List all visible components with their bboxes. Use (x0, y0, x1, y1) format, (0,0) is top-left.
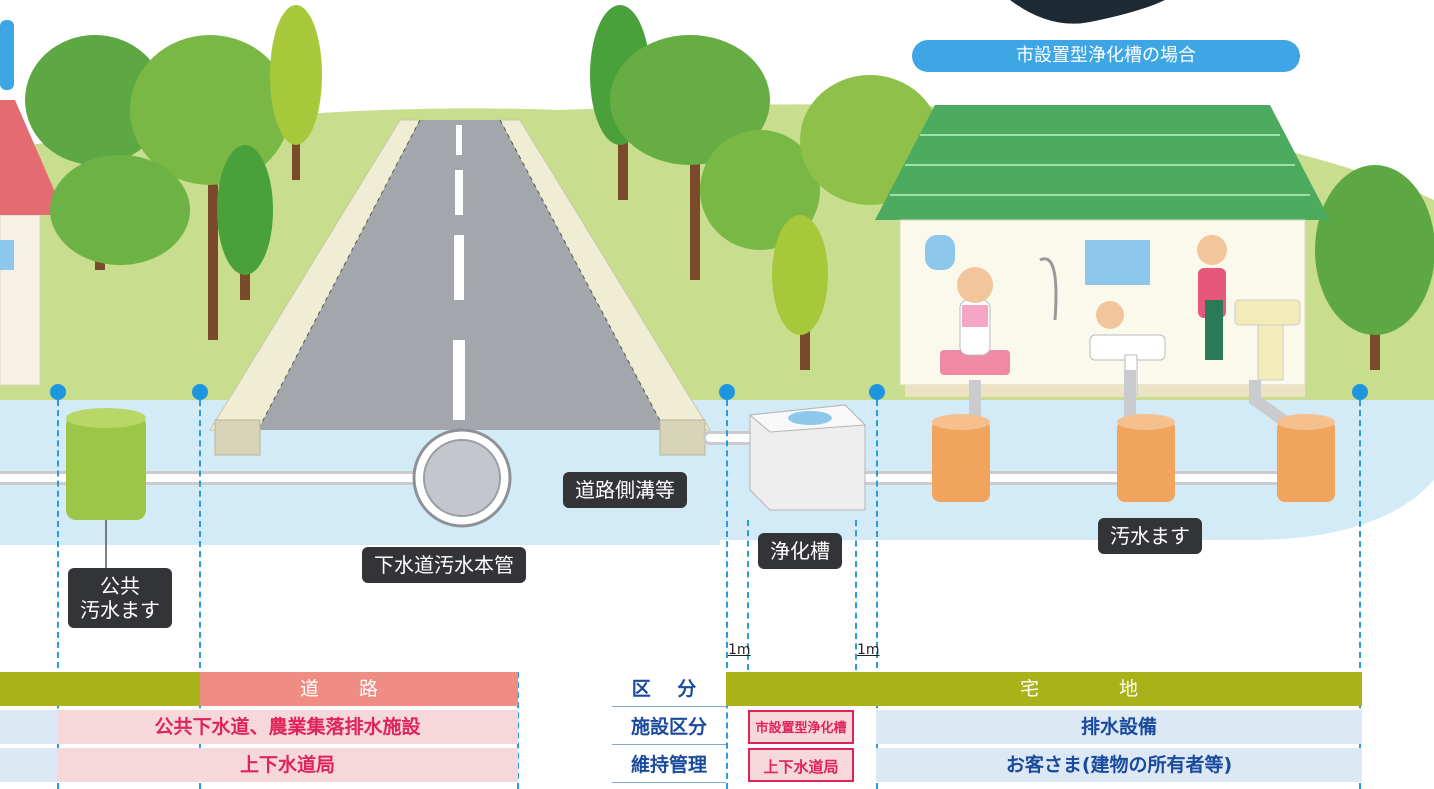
road-center-line-3 (454, 235, 464, 300)
woman-person (1197, 235, 1227, 265)
child-person (957, 267, 993, 303)
septic-case-banner: 市設置型浄化槽の場合 (912, 40, 1300, 72)
main-pipe-label: 下水道汚水本管 (362, 547, 526, 583)
tree (25, 35, 165, 165)
tree (50, 155, 190, 265)
left-maintenance-blank (0, 748, 57, 782)
tree (772, 215, 828, 335)
left-facility-blank (0, 710, 57, 744)
row-header-rule (612, 782, 726, 783)
boundary-dot (719, 384, 735, 400)
boundary-line (747, 520, 749, 670)
drain-facility-cell: 排水設備 (876, 710, 1362, 744)
left-blue-tab (0, 20, 14, 90)
residential-header: 宅地 (876, 672, 1362, 706)
right-house-window (925, 235, 955, 270)
one-meter-marker-right: 1m (857, 642, 880, 658)
public-masu-label-line2: 汚水ます (80, 598, 160, 622)
road-center-line-2 (455, 170, 463, 215)
road-header: 道路 (200, 672, 518, 706)
boundary-dot (1352, 384, 1368, 400)
boundary-line (855, 520, 857, 670)
septic-facility-cell: 市設置型浄化槽 (748, 710, 854, 744)
sewage-masu-2 (1117, 420, 1175, 502)
boy-person (1096, 301, 1124, 329)
sewage-masu-3 (1277, 420, 1335, 502)
sewage-masu-label: 汚水ます (1098, 518, 1202, 554)
row-header-facility: 施設区分 (630, 716, 707, 738)
boundary-dot (50, 384, 66, 400)
tree (1315, 165, 1434, 335)
left-house-roof (0, 100, 65, 215)
road-center-line-4 (453, 340, 465, 420)
road-ditch-right (659, 419, 706, 456)
customer-maintenance-cell: お客さま(建物の所有者等) (876, 748, 1362, 782)
row-header-rule (612, 706, 726, 707)
left-facility-value: 公共下水道、農業集落排水施設 (57, 710, 518, 744)
tree (610, 35, 770, 165)
boundary-dot (192, 384, 208, 400)
boundary-line (517, 672, 519, 789)
septic-maintenance-cell: 上下水道局 (748, 748, 854, 782)
boundary-dot (869, 384, 885, 400)
road-ditch-left (214, 419, 261, 456)
boundary-line (199, 400, 201, 789)
left-category-bar (0, 672, 200, 706)
bath-window (1085, 240, 1150, 285)
boundary-line (876, 400, 878, 789)
public-masu-label: 公共 汚水ます (68, 568, 172, 628)
road-ditch-label: 道路側溝等 (563, 472, 687, 508)
left-maintenance-value: 上下水道局 (57, 748, 518, 782)
row-header-maintenance: 維持管理 (630, 754, 707, 776)
boundary-line (1359, 400, 1361, 789)
right-category-bar (726, 672, 876, 706)
tree (217, 145, 273, 275)
row-header-category: 区 分 (631, 678, 707, 700)
left-house-window (0, 240, 14, 270)
tree (270, 5, 322, 145)
boundary-line (726, 400, 728, 789)
magnifier-edge (1010, 0, 1165, 24)
septic-tank-label: 浄化槽 (758, 533, 842, 569)
road-center-line-1 (456, 125, 462, 155)
boundary-line (57, 400, 59, 789)
one-meter-marker-left: 1m (728, 642, 751, 658)
public-masu-label-line1: 公共 (100, 574, 140, 598)
sewage-masu-1 (932, 420, 990, 502)
public-sewage-masu (66, 415, 146, 520)
row-header-rule (612, 744, 726, 745)
right-house-roof (875, 105, 1330, 220)
